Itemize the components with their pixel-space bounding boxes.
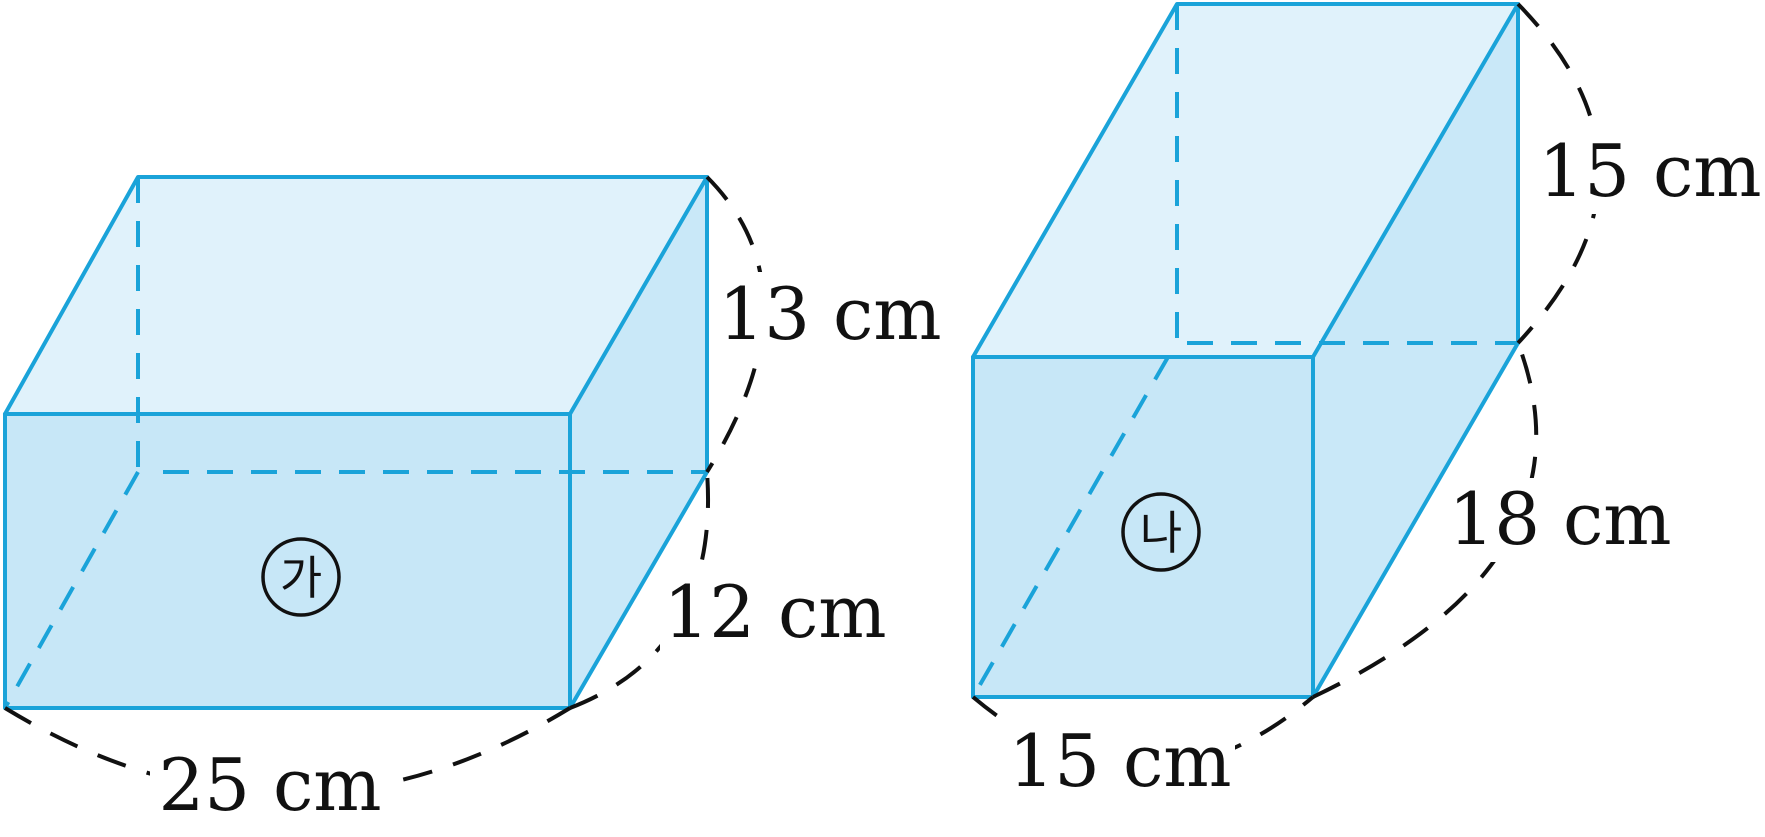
cuboid-ga-width-label: 25 cm bbox=[158, 743, 381, 827]
cuboid-na: 나 15 cm 18 cm 15 cm bbox=[971, 2, 1762, 804]
cuboid-ga-hidden-diagonal bbox=[3, 471, 140, 709]
cuboid-ga-height-arc bbox=[705, 175, 766, 474]
cuboid-na-front-face bbox=[973, 357, 1313, 697]
cuboid-na-height-label: 15 cm bbox=[1538, 129, 1761, 213]
cuboid-na-top-edges bbox=[971, 2, 1520, 359]
cuboid-na-depth-arc bbox=[1312, 342, 1539, 699]
cuboid-na-label: 나 bbox=[1121, 492, 1201, 572]
cuboid-na-top-face bbox=[973, 4, 1518, 357]
cuboid-ga-depth-label-bg bbox=[660, 570, 890, 654]
cuboid-ga-front-face bbox=[5, 414, 570, 708]
cuboid-ga-label-text: 가 bbox=[280, 551, 322, 605]
cuboid-na-side-face bbox=[1313, 4, 1518, 697]
cuboid-ga-top-edges bbox=[3, 175, 709, 416]
cuboid-ga: 가 25 cm 12 cm 13 cm bbox=[3, 175, 942, 827]
cuboid-na-label-text: 나 bbox=[1140, 506, 1182, 560]
cuboid-na-depth-label-bg bbox=[1450, 478, 1680, 562]
cuboid-ga-label: 가 bbox=[261, 537, 341, 617]
cuboid-ga-top-face bbox=[5, 177, 707, 414]
cuboid-ga-depth-label: 12 cm bbox=[663, 570, 886, 654]
cuboid-ga-height-label-bg bbox=[720, 272, 940, 356]
cuboid-ga-side-face bbox=[570, 177, 707, 708]
cuboid-ga-label-circle bbox=[261, 537, 341, 617]
cuboid-ga-width-label-bg bbox=[150, 742, 390, 826]
cuboid-na-width-label-bg bbox=[1005, 720, 1235, 804]
cuboid-na-height-arc bbox=[1516, 2, 1601, 345]
cuboid-ga-height-label: 13 cm bbox=[718, 272, 941, 356]
cuboid-na-hidden-diagonal bbox=[971, 356, 1170, 698]
cuboid-na-depth-label: 18 cm bbox=[1448, 477, 1671, 561]
cuboid-na-width-label: 15 cm bbox=[1008, 719, 1231, 803]
cuboid-na-label-circle bbox=[1121, 492, 1201, 572]
cuboid-na-height-label-bg bbox=[1540, 130, 1762, 214]
